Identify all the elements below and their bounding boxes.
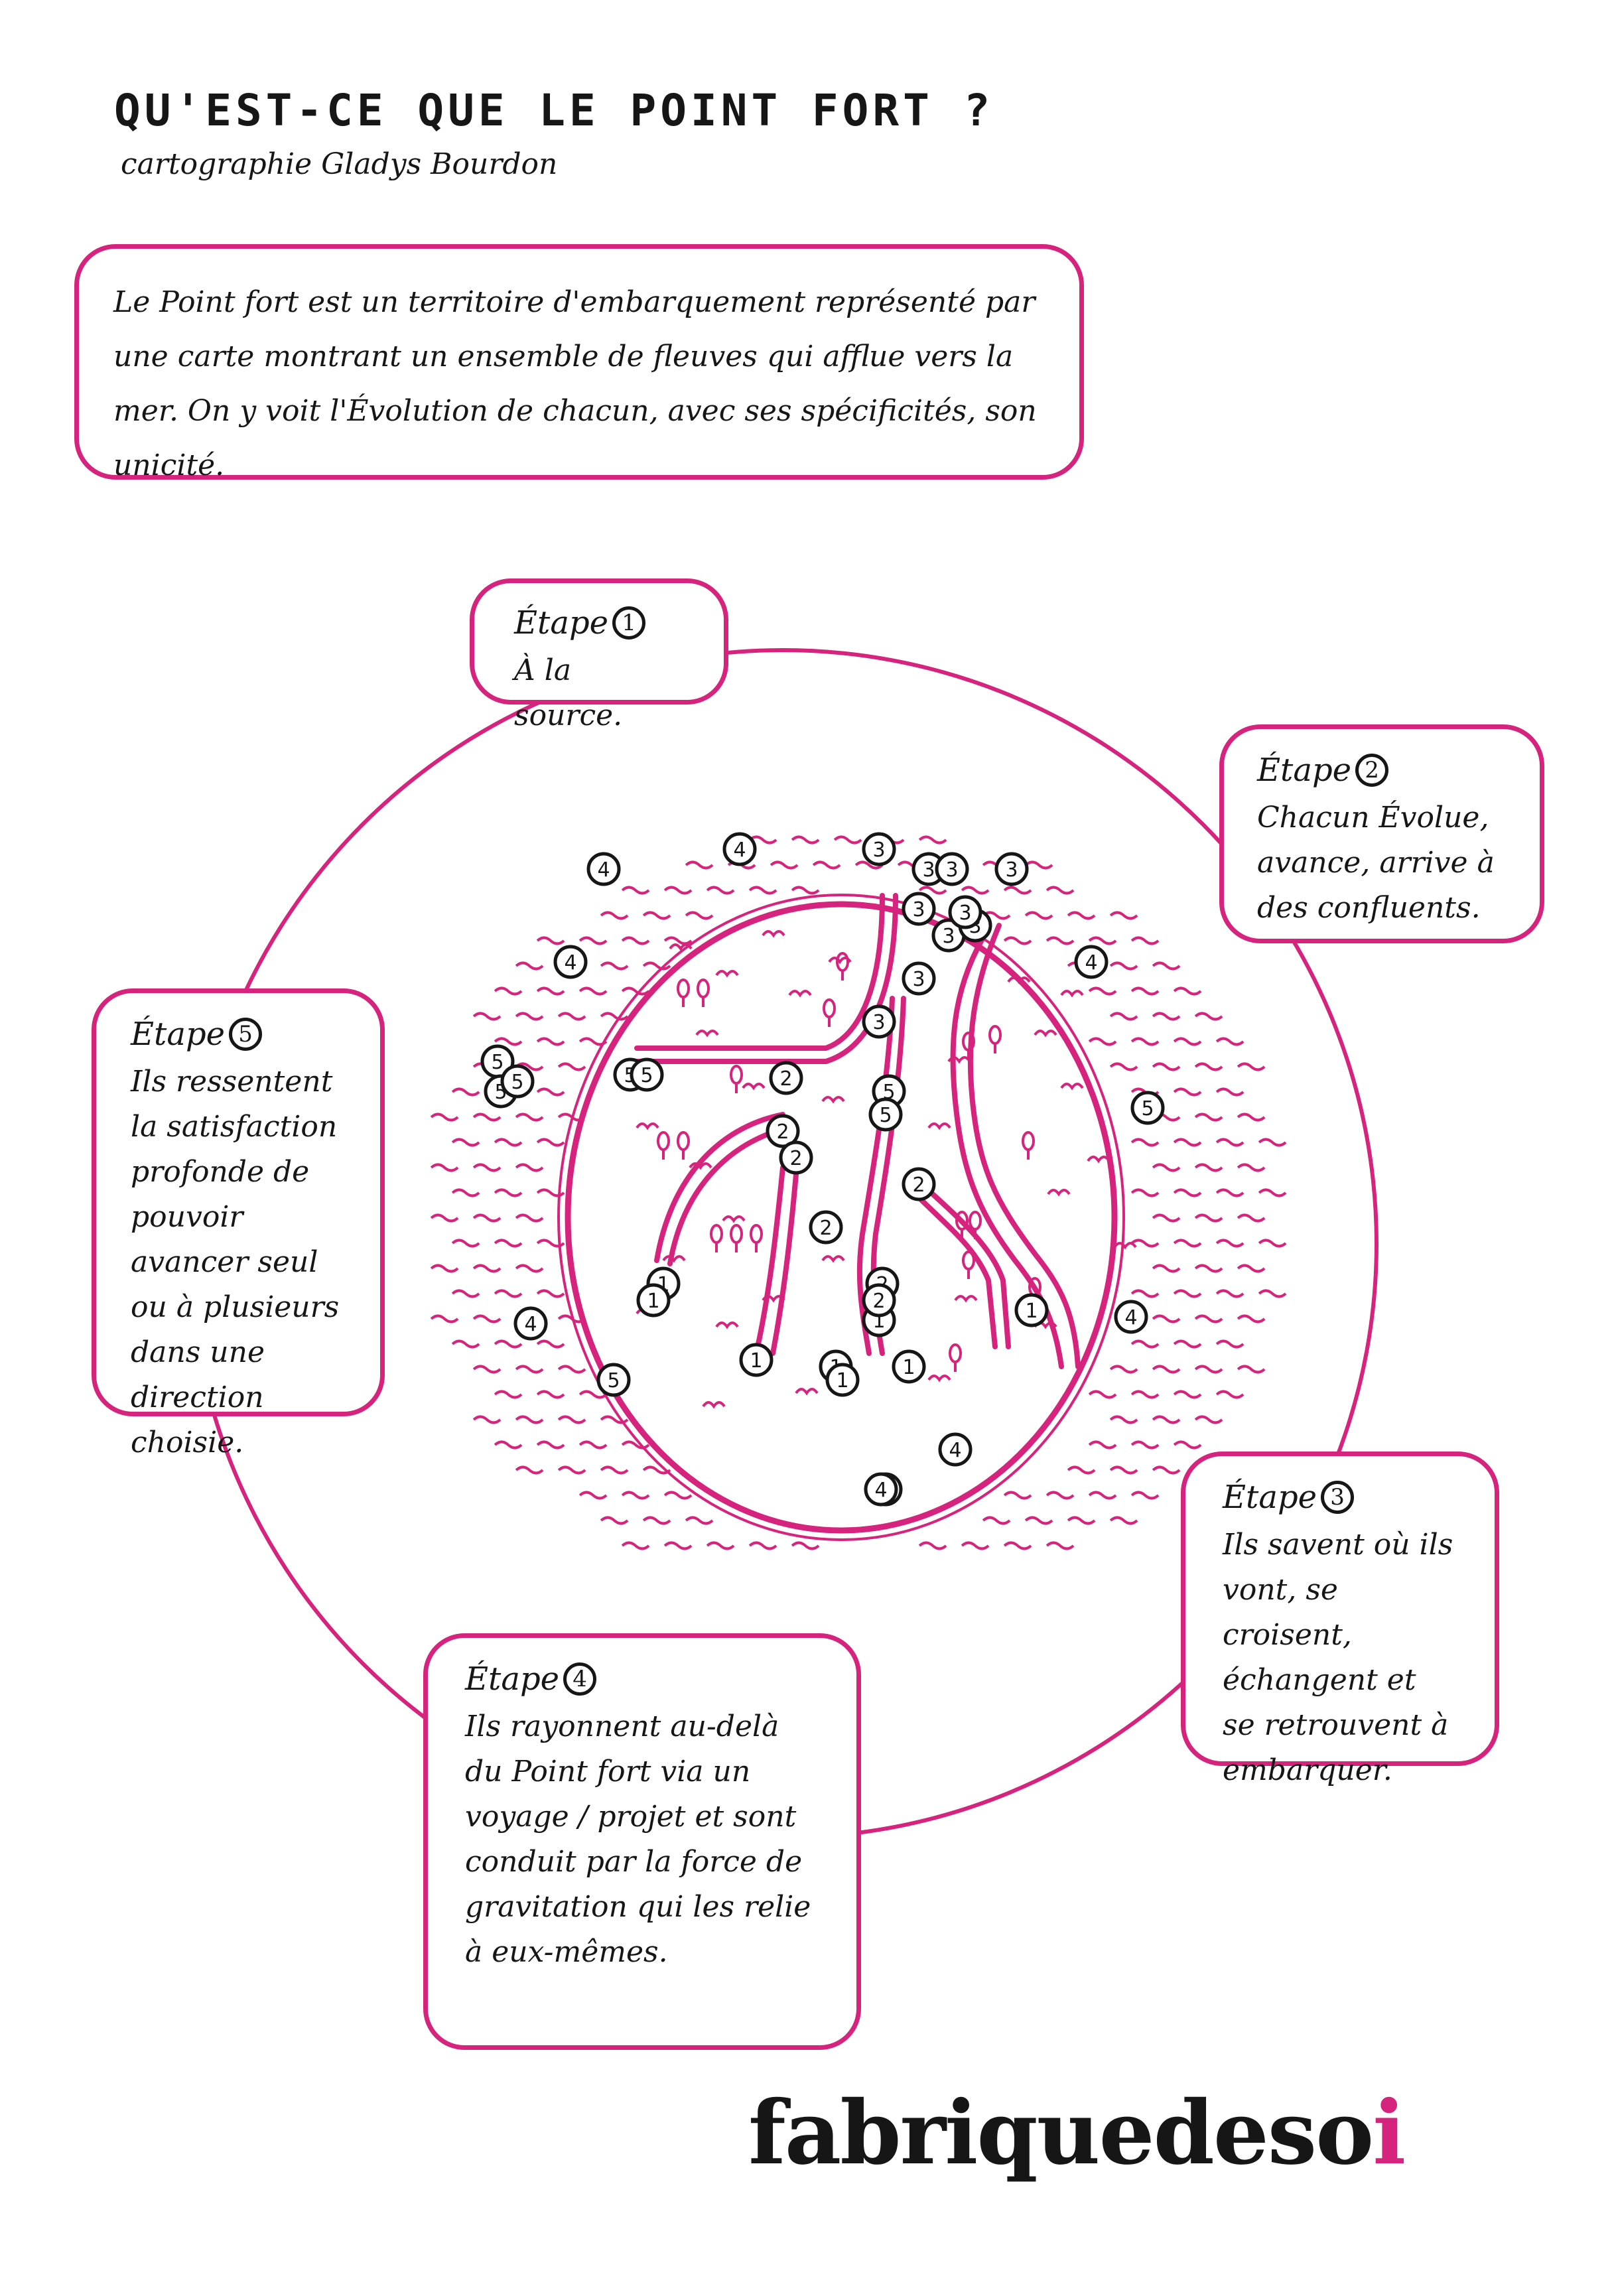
map-marker-number: 4	[874, 1479, 887, 1502]
etape-4-number: 4	[563, 1662, 597, 1696]
map-marker-stage4: 4	[586, 852, 621, 886]
map-marker-stage2: 2	[862, 1283, 896, 1317]
map-marker-stage4: 4	[1074, 945, 1109, 979]
map-marker-stage5: 5	[500, 1064, 535, 1099]
map-marker-number: 1	[836, 1369, 848, 1392]
map-marker-number: 5	[879, 1104, 892, 1127]
map-marker-stage3: 3	[994, 852, 1029, 886]
map-marker-number: 3	[872, 1011, 885, 1034]
map-marker-number: 5	[607, 1369, 620, 1392]
etape-5-number: 5	[229, 1018, 263, 1051]
map-marker-number: 4	[564, 951, 576, 975]
page-subtitle: cartographie Gladys Bourdon	[121, 147, 558, 181]
etape-3-number: 3	[1321, 1481, 1355, 1514]
map-marker-stage1: 1	[892, 1349, 926, 1384]
map-marker-number: 2	[789, 1147, 802, 1170]
map-marker-number: 2	[912, 1174, 925, 1197]
etape-2-label: Étape	[1257, 752, 1352, 789]
map-marker-stage1: 1	[636, 1283, 671, 1317]
map-marker-number: 2	[872, 1290, 885, 1313]
map-marker-stage3: 3	[935, 852, 969, 886]
map-marker-number: 1	[902, 1356, 915, 1379]
map-marker-number: 4	[524, 1313, 537, 1336]
map-marker-stage5: 5	[596, 1363, 631, 1397]
map-marker-number: 3	[959, 902, 971, 925]
intro-bubble: Le Point fort est un territoire d'embarq…	[74, 244, 1084, 482]
etape-4-text: Ils rayonnent au-delà du Point fort via …	[465, 1710, 811, 1969]
etape-3-label: Étape	[1223, 1479, 1317, 1516]
map-marker-number: 1	[750, 1349, 762, 1373]
map-marker-number: 5	[1141, 1097, 1154, 1120]
etape-5-text: Ils ressentent la satisfaction profonde …	[131, 1065, 340, 1459]
etape-5-label: Étape	[131, 1016, 226, 1053]
map-marker-stage3: 3	[862, 832, 896, 866]
map-marker-number: 3	[912, 898, 925, 921]
map-marker-number: 1	[1025, 1300, 1038, 1323]
map-marker-stage4: 4	[722, 832, 757, 866]
map-marker-number: 5	[511, 1071, 523, 1094]
etape-1-text: À la source.	[514, 653, 623, 732]
map-marker-stage4: 4	[1114, 1300, 1148, 1334]
map-marker-stage3: 3	[902, 892, 936, 926]
map-marker-number: 4	[733, 839, 746, 862]
map-marker-stage4: 4	[553, 945, 588, 979]
map-marker-number: 3	[945, 858, 958, 882]
map-marker-stage2: 2	[779, 1140, 813, 1175]
etape-2-number: 2	[1355, 754, 1389, 787]
etape-2-text: Chacun Évolue, avance, arrive à des conf…	[1257, 801, 1495, 925]
map-marker-number: 4	[1124, 1306, 1137, 1329]
map-marker-number: 3	[912, 968, 925, 991]
map-marker-stage3: 3	[862, 1004, 896, 1039]
stage-markers: 1111111122222223333333333444444444555555…	[480, 832, 1165, 1507]
map-marker-number: 1	[647, 1290, 659, 1313]
map-marker-stage5: 5	[630, 1057, 664, 1092]
map-marker-stage2: 2	[769, 1061, 803, 1095]
map-marker-stage3: 3	[948, 895, 982, 929]
map-marker-stage5: 5	[868, 1097, 903, 1132]
map-marker-number: 2	[779, 1067, 792, 1091]
map-marker-stage3: 3	[931, 918, 966, 953]
map-marker-stage4: 4	[513, 1306, 548, 1341]
map-marker-stage5: 5	[480, 1044, 515, 1079]
map-marker-number: 5	[640, 1064, 653, 1087]
map-marker-stage1: 1	[1014, 1293, 1049, 1327]
map-marker-stage2: 2	[766, 1114, 800, 1148]
etape-3-text: Ils savent où ils vont, se croisent, éch…	[1223, 1528, 1453, 1787]
map-marker-stage1: 1	[739, 1343, 773, 1377]
page-title: QU'EST-CE QUE LE POINT FORT ?	[114, 85, 994, 136]
map-marker-stage2: 2	[809, 1210, 843, 1245]
map-marker-number: 3	[922, 858, 935, 882]
map-marker-stage5: 5	[1130, 1091, 1165, 1125]
etape-4-label: Étape	[465, 1660, 560, 1698]
map-marker-stage3: 3	[902, 961, 936, 996]
brand-name-tail: i	[1373, 2082, 1406, 2185]
map-marker-number: 3	[872, 839, 885, 862]
land-marks	[636, 930, 1137, 1409]
map-marker-number: 2	[819, 1217, 832, 1240]
intro-text: Le Point fort est un territoire d'embarq…	[113, 285, 1037, 482]
map-marker-number: 2	[776, 1120, 789, 1144]
brand-logo: fabriquedesoi	[748, 2082, 1406, 2185]
map-marker-number: 5	[491, 1051, 504, 1074]
map-marker-stage4: 4	[938, 1432, 973, 1467]
map-marker-stage2: 2	[902, 1167, 936, 1201]
etape-1-label: Étape	[514, 604, 609, 642]
map-marker-stage1: 1	[825, 1363, 860, 1397]
map-marker-number: 4	[597, 858, 610, 882]
brand-name-o: o	[1315, 2082, 1374, 2185]
brand-name-main: fabriquedes	[748, 2082, 1317, 2185]
map-marker-number: 3	[1005, 858, 1018, 882]
map-marker-number: 4	[1085, 951, 1097, 975]
etape-1-number: 1	[612, 606, 646, 640]
map-marker-stage4: 4	[864, 1472, 898, 1507]
island	[557, 894, 1125, 1541]
map-marker-number: 3	[942, 925, 955, 948]
map-marker-number: 4	[949, 1439, 961, 1462]
